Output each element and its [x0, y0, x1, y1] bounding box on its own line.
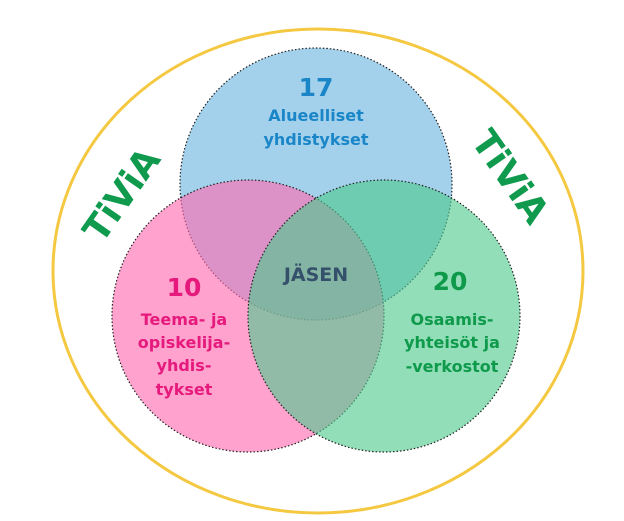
left-count: 10 — [167, 273, 202, 302]
top-label-line-2: yhdistykset — [263, 130, 368, 149]
circles — [111, 47, 521, 453]
left-label-line-4: tykset — [156, 380, 213, 399]
brand-logo-right: TiViA — [463, 123, 557, 232]
left-label-line-3: yhdis- — [157, 356, 212, 375]
circle-right — [247, 179, 521, 453]
brand-logo-right-text: TiViA — [463, 123, 557, 232]
center-label: JÄSEN — [282, 262, 348, 286]
right-count: 20 — [433, 267, 468, 296]
outer-ellipse — [51, 27, 585, 515]
top-label-line-1: Alueelliset — [268, 106, 364, 125]
left-label-line-2: opiskelija- — [138, 333, 230, 352]
right-label-line-1: Osaamis- — [410, 310, 493, 329]
top-count: 17 — [299, 73, 334, 102]
left-label-line-1: Teema- ja — [141, 310, 227, 329]
right-label-line-2: yhteisöt ja — [404, 333, 500, 352]
right-label-line-3: -verkostot — [406, 357, 499, 376]
